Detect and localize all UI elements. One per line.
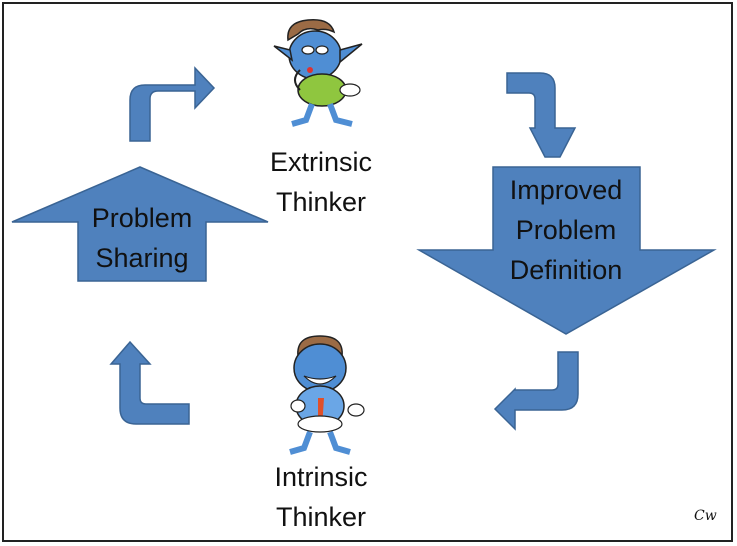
intrinsic-line-1: Intrinsic xyxy=(274,462,368,492)
problem-sharing-up-arrow xyxy=(11,166,269,282)
bottom-left-curved-arrow xyxy=(109,340,190,425)
problem-sharing-line-2: Sharing xyxy=(95,243,189,273)
improved-definition-line-3: Definition xyxy=(509,255,623,285)
intrinsic-thinker-label: Intrinsic Thinker xyxy=(250,457,392,537)
improved-definition-line-2: Problem xyxy=(515,215,617,245)
extrinsic-thinker-icon xyxy=(273,19,363,127)
improved-definition-label: Improved Problem Definition xyxy=(481,170,651,290)
improved-definition-down-arrow xyxy=(416,166,717,335)
improved-definition-line-1: Improved xyxy=(509,175,623,205)
top-left-curved-arrow xyxy=(129,66,216,142)
extrinsic-line-1: Extrinsic xyxy=(269,147,372,177)
artist-signature: Cw xyxy=(694,508,717,524)
extrinsic-thinker-label: Extrinsic Thinker xyxy=(250,142,392,222)
bottom-right-curved-arrow xyxy=(493,351,579,431)
intrinsic-thinker-icon xyxy=(289,335,365,455)
problem-sharing-line-1: Problem xyxy=(91,203,193,233)
problem-sharing-label: Problem Sharing xyxy=(78,198,206,278)
extrinsic-line-2: Thinker xyxy=(275,187,367,217)
intrinsic-line-2: Thinker xyxy=(275,502,367,532)
top-right-curved-arrow xyxy=(506,72,577,158)
